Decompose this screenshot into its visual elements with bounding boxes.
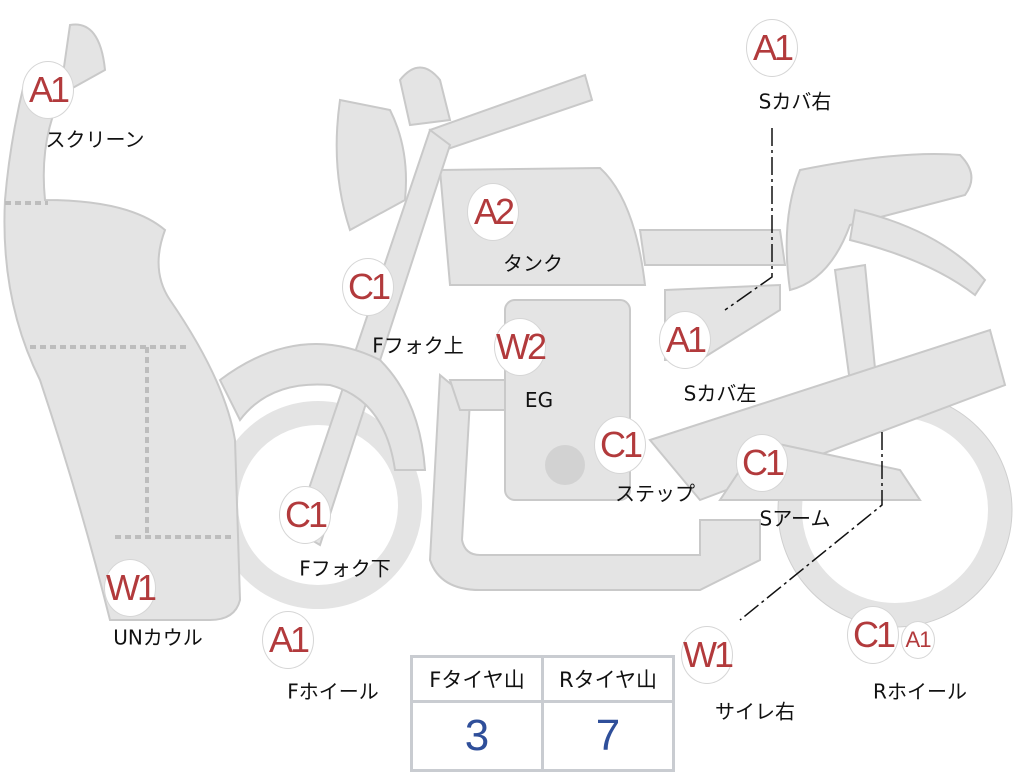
damage-code: C1 [342, 258, 394, 316]
damage-code: W2 [494, 318, 547, 376]
rear-tire-value: 7 [541, 700, 675, 772]
damage-code: A1 [262, 611, 314, 669]
part-label-swing-arm: Sアーム [759, 506, 831, 531]
front-tire-header: Fタイヤ山 [410, 655, 544, 703]
damage-code: C1 [279, 486, 331, 544]
tire-tread-table: Fタイヤ山 Rタイヤ山 3 7 [410, 655, 675, 772]
damage-code: C1 [736, 434, 788, 492]
part-label-side-cover-left: Sカバ左 [683, 381, 757, 406]
part-label-rear-wheel: Rホイール [873, 679, 967, 704]
part-label-side-cover-right: Sカバ右 [758, 89, 832, 114]
damage-code: W1 [681, 626, 734, 684]
damage-code: A1 [659, 311, 711, 369]
part-label-front-wheel: Fホイール [287, 679, 379, 704]
damage-code: C1 [847, 606, 899, 664]
front-tire-value: 3 [410, 700, 544, 772]
part-label-fork-upper: Fフォク上 [372, 333, 464, 358]
part-label-under-cowl: UNカウル [113, 625, 203, 650]
part-label-step: ステップ [615, 481, 695, 506]
fairing [3, 78, 242, 621]
damage-code: C1 [594, 416, 646, 474]
damage-code: A1 [746, 19, 798, 77]
damage-code: W1 [104, 559, 157, 617]
part-label-screen: スクリーン [45, 127, 145, 152]
part-label-tank: タンク [503, 251, 563, 276]
part-label-engine: EG [524, 388, 554, 412]
damage-code: A1 [22, 61, 74, 119]
damage-code: A2 [467, 183, 519, 241]
part-label-silencer-right: サイレ右 [715, 699, 795, 724]
rear-tire-header: Rタイヤ山 [541, 655, 675, 703]
seat [785, 153, 973, 292]
part-label-fork-lower: Fフォク下 [299, 556, 391, 581]
damage-code-secondary: A1 [901, 621, 935, 659]
front-fork [293, 128, 452, 547]
